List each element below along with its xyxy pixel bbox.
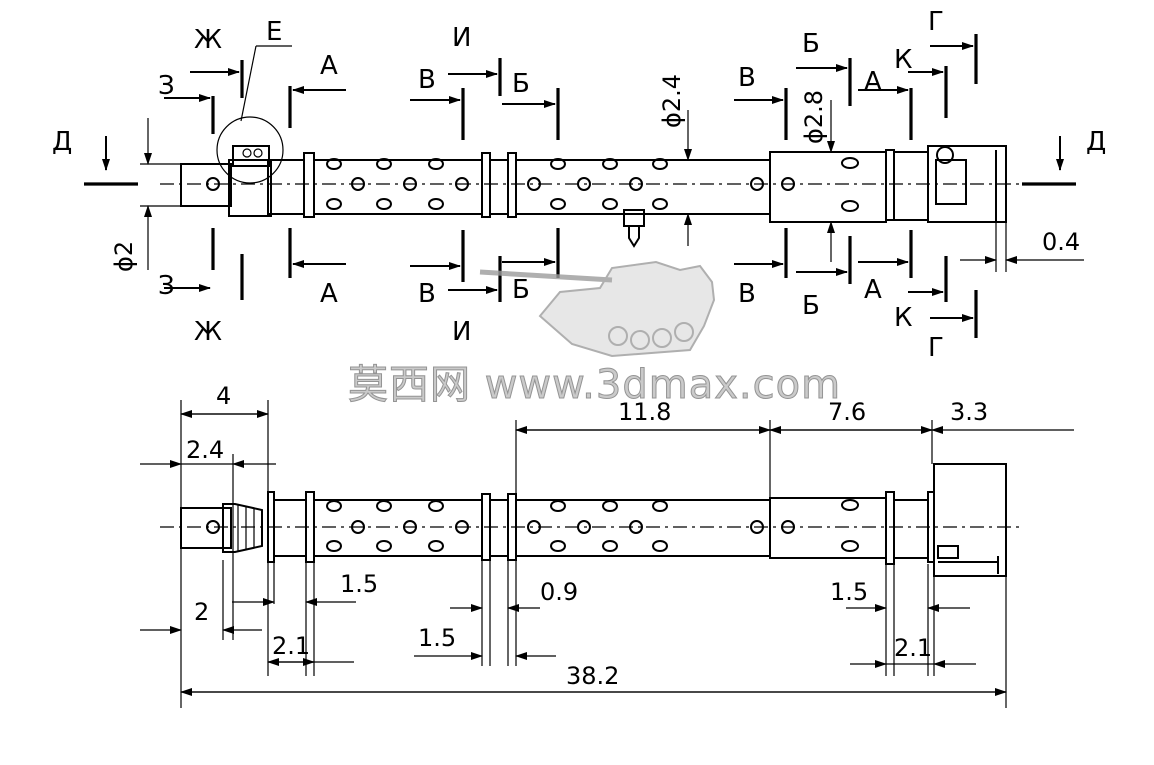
dim-118: 11.8 <box>618 398 671 426</box>
dim-phi28: ϕ2.8 <box>800 90 828 144</box>
watermark: 莫西网 www.3dmax.com <box>348 260 841 409</box>
label-z-bottom: З <box>158 271 175 301</box>
top-e-pin-b <box>253 148 263 158</box>
dim-15-left: 1.5 <box>340 570 378 598</box>
label-a-top: А <box>320 51 338 81</box>
dim-33: 3.3 <box>950 398 988 426</box>
dim-21-right: 2.1 <box>894 634 932 662</box>
dim-phi24: ϕ2.4 <box>658 74 686 128</box>
top-nozzle <box>180 163 232 207</box>
label-v-bottom-right: В <box>738 279 756 309</box>
top-ring-3 <box>507 152 517 218</box>
label-zh-bottom: Ж <box>194 317 222 347</box>
dim-09: 0.9 <box>540 578 578 606</box>
side-tube-segment-2 <box>515 499 771 557</box>
detail-e-circle <box>216 116 284 184</box>
top-thick-segment <box>769 151 887 223</box>
top-holes <box>206 157 859 212</box>
side-gap-segment <box>489 499 509 557</box>
label-a-bottom: А <box>320 279 338 309</box>
label-i-bottom: И <box>452 317 471 347</box>
top-gap-segment <box>489 159 509 215</box>
label-b-top-left: Б <box>512 69 530 99</box>
top-e-block <box>228 159 272 217</box>
label-k-top: К <box>894 45 912 75</box>
label-i-top: И <box>452 23 471 53</box>
label-g-top: Г <box>928 7 944 37</box>
label-g-bottom: Г <box>928 333 944 363</box>
label-b-bottom-left: Б <box>512 275 530 305</box>
label-k-bottom: К <box>894 303 912 333</box>
side-collar-left <box>273 499 307 557</box>
side-collar-right <box>893 499 929 559</box>
top-e-cap <box>232 145 270 167</box>
tank-logo-icon <box>479 260 716 358</box>
dim-21-left: 2.1 <box>272 632 310 660</box>
side-cone <box>222 503 263 553</box>
label-zh-top: Ж <box>194 25 222 55</box>
label-v-top-left: В <box>418 65 436 95</box>
label-z-top: З <box>158 71 175 101</box>
section-cuts-top <box>164 34 978 140</box>
label-v-bottom-left: В <box>418 279 436 309</box>
top-collar-right <box>893 151 929 221</box>
label-a-bottom-right: А <box>864 275 882 305</box>
top-stub <box>623 209 645 227</box>
top-collar-left <box>267 159 305 215</box>
label-b-top-right: Б <box>802 29 820 59</box>
label-b-bottom-right: Б <box>802 291 820 321</box>
dim-76: 7.6 <box>828 398 866 426</box>
dim-phi2: ϕ2 <box>110 241 138 272</box>
side-ring-5 <box>885 491 895 565</box>
label-e: Е <box>266 17 282 47</box>
label-a-top-right: А <box>864 67 882 97</box>
section-cuts-bottom <box>164 228 978 338</box>
label-d-right: Д <box>1086 127 1106 157</box>
top-ring-2 <box>481 152 491 218</box>
top-view: Ж Е З А И В Б В Б К А Г Д Д З Ж А И В Б … <box>52 7 1106 363</box>
dim-2: 2 <box>194 598 209 626</box>
side-thick-segment <box>769 497 887 559</box>
top-end-pivot <box>936 146 954 164</box>
side-end-tab <box>937 545 959 559</box>
side-dimension-lines <box>140 410 1074 696</box>
dim-24: 2.4 <box>186 436 224 464</box>
side-end-block <box>933 463 1007 577</box>
top-stub-tip <box>628 226 640 248</box>
watermark-text: 莫西网 www.3dmax.com <box>348 362 841 408</box>
label-d-left: Д <box>52 127 72 157</box>
top-end-block <box>927 145 1007 223</box>
dim-15-mid: 1.5 <box>418 624 456 652</box>
top-ring-4 <box>885 149 895 221</box>
dim-4: 4 <box>216 382 231 410</box>
dim-15-right: 1.5 <box>830 578 868 606</box>
top-e-pin-a <box>242 148 252 158</box>
top-end-slot <box>935 159 967 205</box>
side-view: 4 2.4 11.8 7.6 3.3 1.5 0.9 2 2.1 1.5 1.5… <box>140 382 1074 708</box>
side-holes <box>206 499 859 552</box>
label-v-top-right: В <box>738 63 756 93</box>
dim-04: 0.4 <box>1042 228 1080 256</box>
dim-382: 38.2 <box>566 662 619 690</box>
top-ring-1 <box>303 152 315 218</box>
